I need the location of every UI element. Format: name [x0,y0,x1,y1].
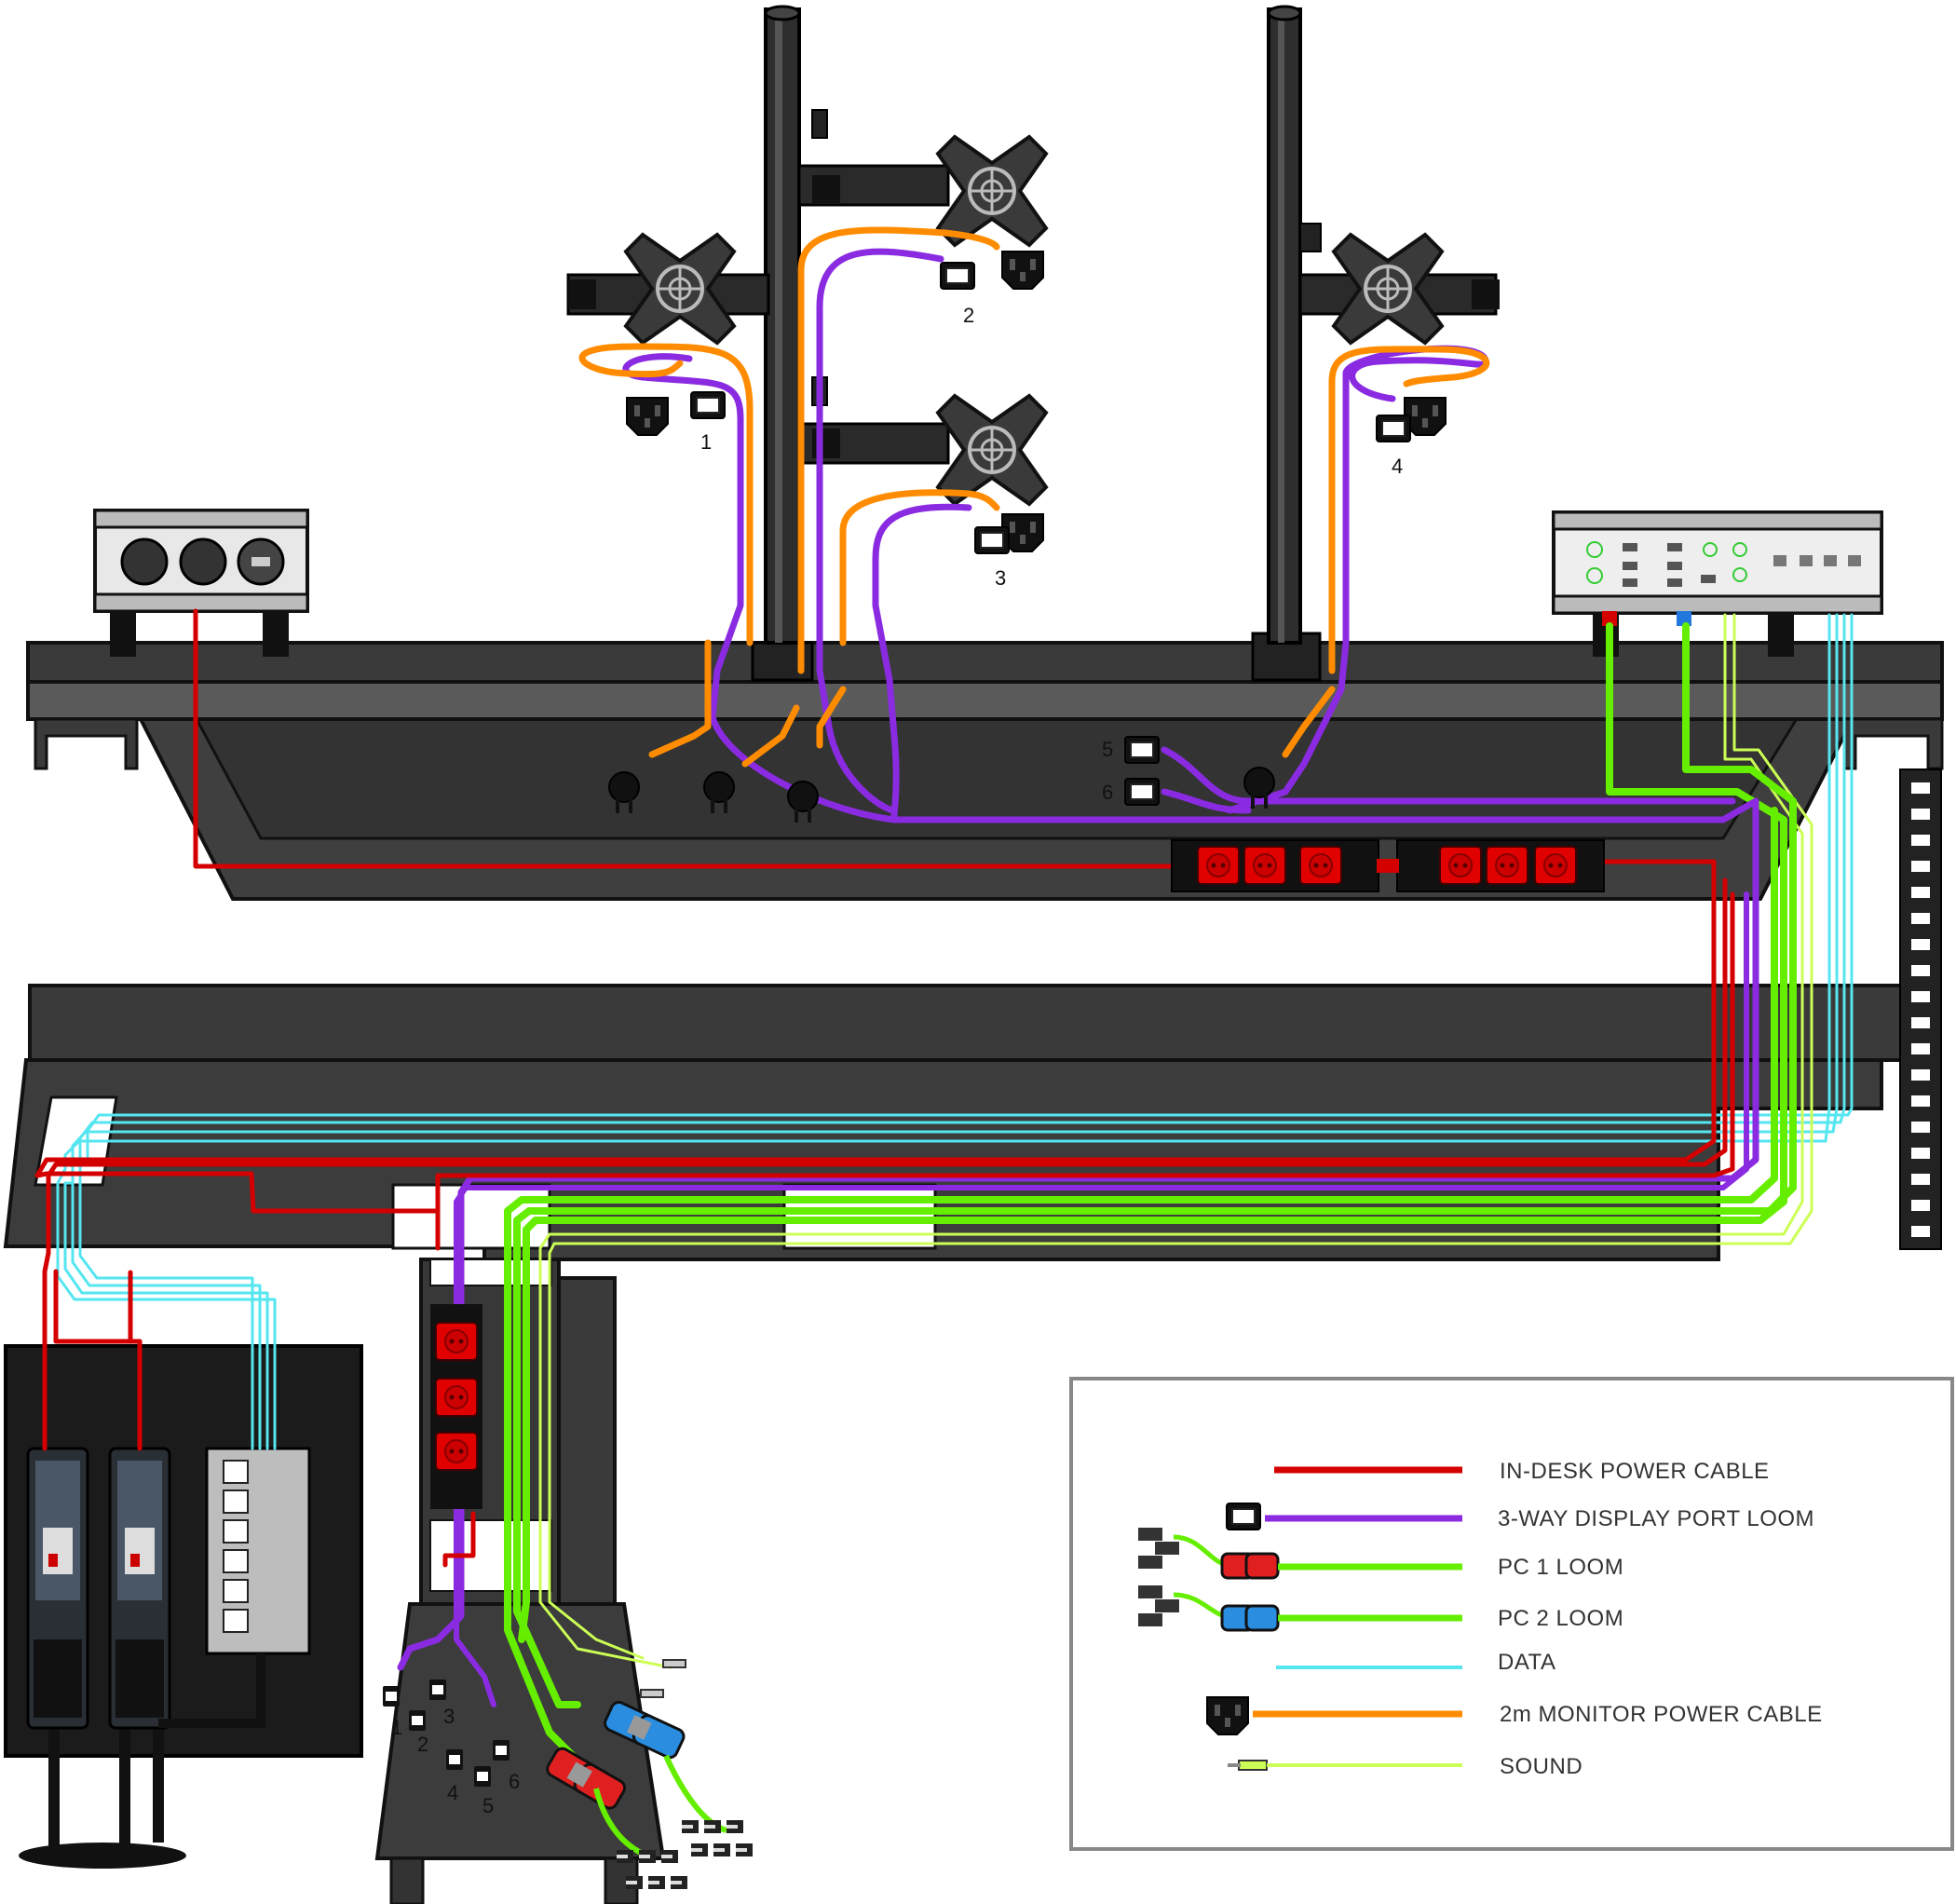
connector-label-4: 4 [1392,455,1403,478]
legend-label-data: DATA [1498,1650,1555,1675]
upper-desk [26,641,1944,901]
cable-runs [34,226,1854,1783]
usb-plug-icon [691,1843,753,1856]
pc-connector-label-3: 3 [443,1705,455,1728]
power-socket-icon [1439,846,1482,885]
displayport-connector-icon [383,1686,400,1707]
power-socket-icon [1534,846,1577,885]
pc-loom-red-icon [1138,1528,1280,1580]
audio-jack-icon [640,1689,664,1698]
in-desk-power-cable [34,608,1735,1568]
iec-power-plug-icon [626,397,669,436]
power-socket-icon [435,1322,478,1361]
connector-label-3: 3 [995,566,1006,590]
connector-label-1: 1 [700,430,712,454]
power-socket-icon [1299,846,1342,885]
displayport-connector-icon [690,391,726,419]
legend-label-pc1: PC 1 LOOM [1498,1555,1623,1580]
pc1-loom [504,622,1797,1783]
iec-power-plug-icon [1206,1696,1249,1735]
network-switch [205,1447,311,1655]
power-socket-icon [1486,846,1528,885]
pc-tower-2 [108,1447,171,1730]
legend-label-monitor-power: 2m MONITOR POWER CABLE [1500,1702,1823,1727]
displayport-connector-icon [1124,736,1160,764]
legend-label-power: IN-DESK POWER CABLE [1500,1459,1770,1484]
usb-plug-icon [626,1876,687,1889]
pc-side-connectors: 1 2 3 4 5 6 [383,1659,753,1889]
desktop-power-module [93,509,309,657]
pc-connector-label-6: 6 [509,1770,520,1793]
vesa-mount-icon [936,394,1048,506]
displayport-connector-icon [1226,1503,1261,1530]
pc-connector-label-4: 4 [447,1781,458,1804]
displayport-connector-icon [446,1749,463,1770]
pc-loom-blue-icon [1138,1585,1280,1632]
legend-label-displayport: 3-WAY DISPLAY PORT LOOM [1498,1506,1814,1531]
displayport-connector-icon [474,1766,491,1787]
displayport-connector-icon [493,1740,509,1761]
connector-label-2: 2 [963,304,974,327]
monitor-pole-left [566,5,950,682]
power-socket-icon [1197,846,1240,885]
displayport-connector-icon [974,526,1010,554]
power-socket-icon [179,537,227,586]
displayport-connector-icon [409,1710,426,1731]
legend-label-sound: SOUND [1500,1754,1582,1779]
monitor-power-cable [578,226,1490,768]
pc-connector-label-5: 5 [482,1794,494,1817]
connector-label-6: 6 [1102,781,1113,804]
connector-label-5: 5 [1102,738,1113,761]
usb-plug-icon [617,1850,678,1863]
audio-jack-icon [662,1659,686,1668]
power-socket-icon [120,537,169,586]
iec-power-plug-icon [1001,251,1044,290]
desktop-data-module [1552,510,1883,657]
legend: IN-DESK POWER CABLE 3-WAY DISPLAY PORT L… [1069,1377,1954,1851]
leg-power-strip [430,1304,482,1509]
monitor-pole-right [1251,5,1500,682]
cpu-cabinet [4,1344,363,1869]
pc-tower-1 [26,1447,89,1730]
usb-plug-icon [682,1820,743,1833]
power-socket-icon [435,1432,478,1471]
displayport-connector-icon [1376,415,1411,442]
legend-label-pc2: PC 2 LOOM [1498,1606,1623,1631]
displayport-connector-icon [1124,778,1160,806]
sound-cable [538,613,1813,1669]
power-socket-icon [435,1378,478,1417]
pc-connector-label-1: 1 [391,1716,402,1739]
power-socket-icon [1243,846,1286,885]
pc-connector-label-2: 2 [417,1733,428,1756]
vesa-mount-icon [936,135,1048,247]
cable-ladder [1899,768,1942,1250]
displayport-connector-icon [429,1680,446,1700]
displayport-connector-icon [940,262,975,290]
under-desk-power-strip [1171,839,1605,892]
